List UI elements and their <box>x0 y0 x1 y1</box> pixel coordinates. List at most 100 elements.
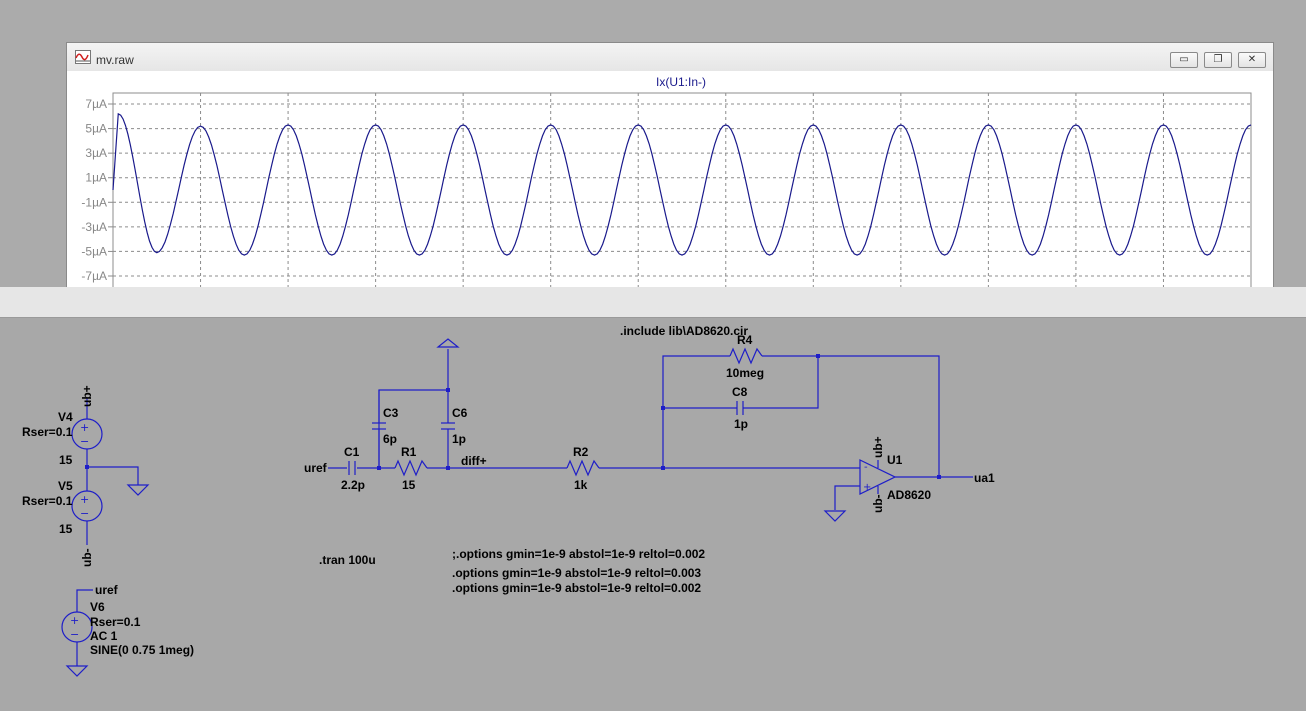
restore-button[interactable]: ❐ <box>1204 52 1232 68</box>
c3-value: 6p <box>383 432 397 446</box>
c8-value: 1p <box>734 417 748 431</box>
r4-value: 10meg <box>726 366 764 380</box>
net-label-uref: uref <box>304 461 328 475</box>
include-directive[interactable]: .include lib\AD8620.cir <box>620 324 748 338</box>
x-tick-label: 5 <box>547 285 554 287</box>
r2-name: R2 <box>573 445 589 459</box>
schematic-editor[interactable]: + − + − ub+ ub- V4 Rser=0.1 15 V5 Rser=0… <box>0 318 1306 711</box>
x-tick-label: 3 <box>372 285 379 287</box>
v4-value: 15 <box>59 453 73 467</box>
x-tick-label: 8 <box>810 285 817 287</box>
x-tick-label: 7 <box>722 285 729 287</box>
supply-wires <box>85 398 139 545</box>
waveform-window-titlebar[interactable]: mv.raw ▭ ❐ ✕ <box>67 43 1273 71</box>
r1-value: 15 <box>402 478 416 492</box>
r2-resistor[interactable] <box>566 459 600 477</box>
r1-resistor[interactable] <box>394 459 428 477</box>
u1-minus-pin: - <box>864 462 868 473</box>
v6-source[interactable]: + − <box>61 611 93 643</box>
x-tick-label: 11 <box>1070 285 1083 287</box>
y-tick-label: -1µA <box>81 195 107 209</box>
r1-name: R1 <box>401 445 417 459</box>
x-tick-label: 1 <box>197 285 204 287</box>
v6-ac: AC 1 <box>90 629 118 643</box>
v5-name: V5 <box>58 479 73 493</box>
v6-wires <box>65 589 93 677</box>
net-label-ub-minus: ub- <box>80 548 94 567</box>
net-label-ua1: ua1 <box>974 471 995 485</box>
x-axis-ticks: 012345678910111213 <box>110 285 1258 287</box>
options-directive-2[interactable]: .options gmin=1e-9 abstol=1e-9 reltol=0.… <box>452 566 701 580</box>
v4-name: V4 <box>58 410 73 424</box>
x-tick-label: 2 <box>285 285 292 287</box>
y-tick-label: -3µA <box>81 220 107 234</box>
x-tick-label: 0 <box>110 285 117 287</box>
u1-name: U1 <box>887 453 903 467</box>
r4-name: R4 <box>737 333 753 347</box>
x-tick-label: 13 <box>1244 285 1258 287</box>
window-title: mv.raw <box>96 53 134 67</box>
y-tick-label: 3µA <box>85 146 107 160</box>
v6-param: Rser=0.1 <box>90 615 141 629</box>
c1-capacitor[interactable] <box>348 461 356 475</box>
u1-ub-minus: ub- <box>871 494 885 513</box>
v5-param: Rser=0.1 <box>22 494 73 508</box>
r2-value: 1k <box>574 478 588 492</box>
y-tick-label: 1µA <box>85 171 107 185</box>
c6-value: 1p <box>452 432 466 446</box>
v5-value: 15 <box>59 522 73 536</box>
plot-frame <box>112 92 1252 287</box>
x-tick-label: 12 <box>1157 285 1171 287</box>
svg-text:+: + <box>70 614 79 627</box>
options-directive-1[interactable]: ;.options gmin=1e-9 abstol=1e-9 reltol=0… <box>452 547 705 561</box>
close-button[interactable]: ✕ <box>1238 52 1266 68</box>
x-tick-label: 9 <box>898 285 905 287</box>
y-tick-label: 7µA <box>85 97 107 111</box>
trace-name-label[interactable]: Ix(U1:In-) <box>656 75 706 89</box>
tran-directive[interactable]: .tran 100u <box>319 553 376 567</box>
y-tick-label: -5µA <box>81 244 107 258</box>
waveform-icon <box>75 50 91 64</box>
vcc-flag <box>436 338 460 348</box>
feedback-wires <box>661 354 973 479</box>
svg-text:−: − <box>80 435 89 448</box>
r4-resistor[interactable] <box>729 347 763 365</box>
y-tick-label: -7µA <box>81 269 107 283</box>
waveform-plot[interactable]: Ix(U1:In-) 7µA5µA3µA1µA-1µA-3µA-5µA-7µA … <box>67 43 1274 287</box>
schematic-toolbar-strip <box>0 287 1306 318</box>
u1-opamp[interactable] <box>859 459 897 495</box>
x-tick-label: 10 <box>982 285 996 287</box>
c1-name: C1 <box>344 445 360 459</box>
svg-text:+: + <box>80 493 89 506</box>
ground-symbol <box>126 484 150 496</box>
v6-sine: SINE(0 0.75 1meg) <box>90 643 194 657</box>
x-tick-label: 6 <box>635 285 642 287</box>
v4-param: Rser=0.1 <box>22 425 73 439</box>
svg-text:−: − <box>70 628 79 641</box>
v6-name: V6 <box>90 600 105 614</box>
u1-plus-pin: + <box>863 482 871 493</box>
u1-ub-plus: ub+ <box>871 436 885 458</box>
c8-name: C8 <box>732 385 748 399</box>
options-directive-3[interactable]: .options gmin=1e-9 abstol=1e-9 reltol=0.… <box>452 581 701 595</box>
svg-text:−: − <box>80 507 89 520</box>
u1-model: AD8620 <box>887 488 931 502</box>
net-label-uref-v6: uref <box>95 583 119 597</box>
input-wires <box>328 349 860 470</box>
c3-name: C3 <box>383 406 399 420</box>
u1-wires <box>823 460 879 522</box>
net-label-ub-plus: ub+ <box>80 385 94 407</box>
c3-capacitor[interactable] <box>372 422 386 430</box>
svg-text:+: + <box>80 421 89 434</box>
minimize-button[interactable]: ▭ <box>1170 52 1198 68</box>
c6-name: C6 <box>452 406 468 420</box>
v5-source[interactable]: + − <box>71 490 103 522</box>
c8-capacitor[interactable] <box>736 401 744 415</box>
net-label-diff-plus: diff+ <box>461 454 487 468</box>
x-tick-label: 4 <box>460 285 467 287</box>
c6-capacitor[interactable] <box>441 422 455 430</box>
v4-source[interactable]: + − <box>71 418 103 450</box>
trace-line[interactable] <box>112 112 1252 256</box>
